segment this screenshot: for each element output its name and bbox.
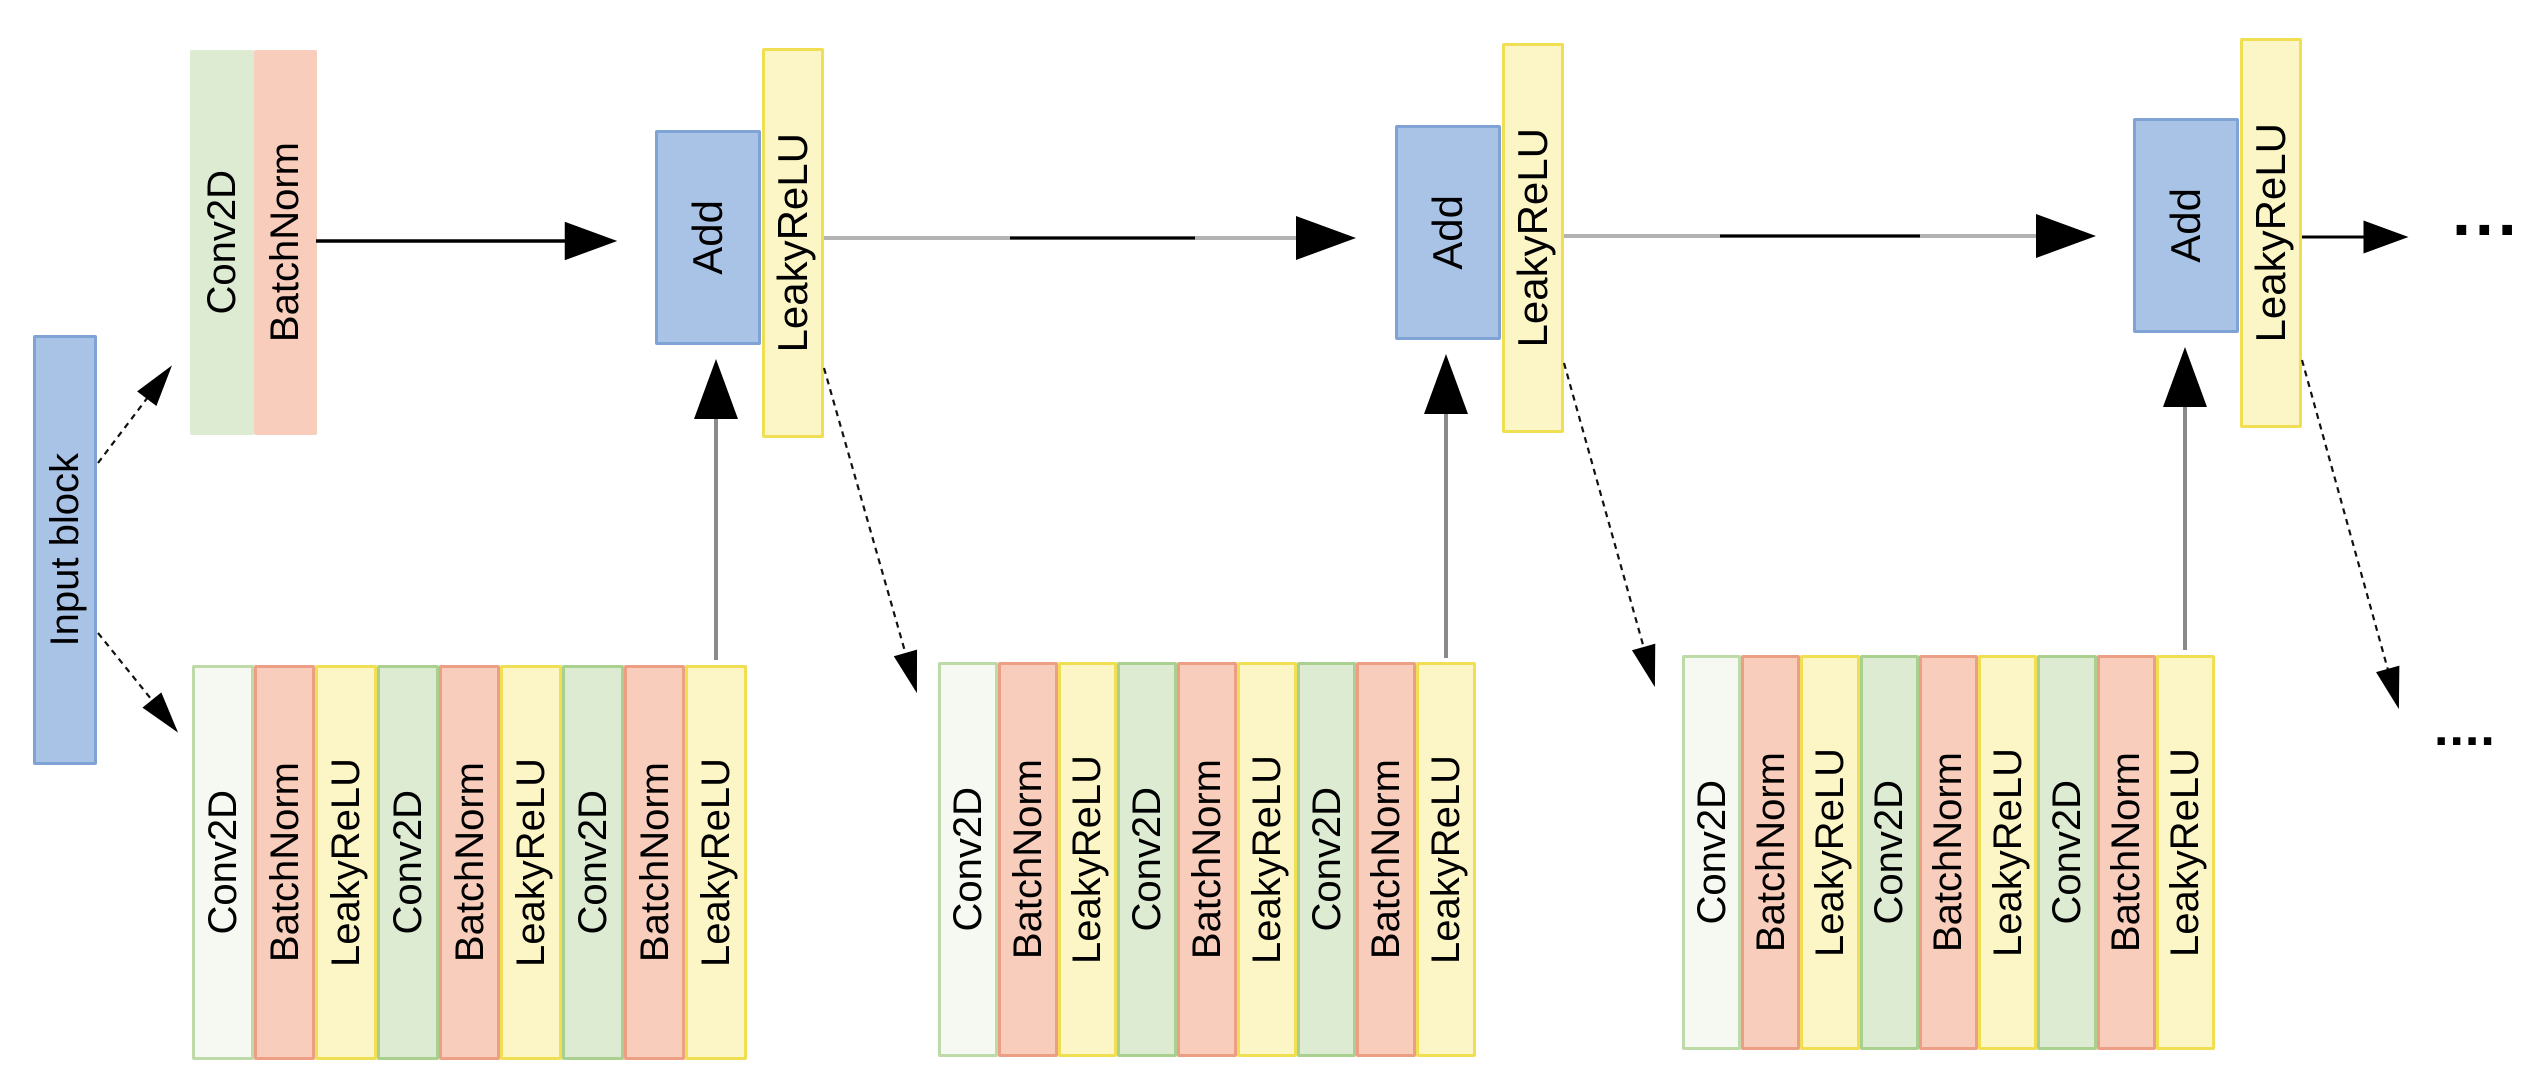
add-block-3: Add bbox=[2133, 118, 2239, 333]
layer-leakyrelu: LeakyReLU bbox=[500, 665, 563, 1060]
layer-batchnorm: BatchNorm bbox=[2096, 655, 2156, 1050]
leakyrelu-label-2: LeakyReLU bbox=[1509, 128, 1556, 348]
conv-stack-2: Conv2D BatchNorm LeakyReLU Conv2D BatchN… bbox=[938, 662, 1477, 1057]
layer-label: LeakyReLU bbox=[694, 757, 739, 967]
layer-label: LeakyReLU bbox=[1424, 754, 1469, 964]
layer-leakyrelu: LeakyReLU bbox=[1057, 662, 1118, 1057]
layer-leakyrelu: LeakyReLU bbox=[1236, 662, 1297, 1057]
layer-label: Conv2D bbox=[200, 790, 245, 935]
layer-label: LeakyReLU bbox=[1985, 747, 2030, 957]
layer-label: Conv2D bbox=[385, 790, 430, 935]
add-block-2: Add bbox=[1395, 125, 1501, 340]
layer-label: Conv2D bbox=[1867, 780, 1912, 925]
layer-label: Conv2D bbox=[570, 790, 615, 935]
layer-conv2d: Conv2D bbox=[562, 665, 624, 1060]
leakyrelu-label-3: LeakyReLU bbox=[2247, 123, 2294, 343]
layer-label: Conv2D bbox=[1304, 787, 1349, 932]
layer-label: BatchNorm bbox=[1005, 759, 1050, 960]
layer-label: BatchNorm bbox=[447, 762, 492, 963]
arrow-leakyrelu3-to-continuation-stack bbox=[2300, 359, 2400, 710]
layer-conv2d: Conv2D bbox=[1859, 655, 1919, 1050]
arrow-input-to-stack1 bbox=[97, 632, 179, 733]
conv-stack-3: Conv2D BatchNorm LeakyReLU Conv2D BatchN… bbox=[1682, 655, 2215, 1050]
layer-leakyrelu: LeakyReLU bbox=[315, 665, 378, 1060]
layer-label: Conv2D bbox=[1689, 780, 1734, 925]
leakyrelu-block-2: LeakyReLU bbox=[1502, 43, 1564, 433]
continuation-dots-bottom: .... bbox=[2434, 699, 2496, 757]
stem-batchnorm-block: BatchNorm bbox=[253, 50, 317, 435]
layer-leakyrelu: LeakyReLU bbox=[1800, 655, 1860, 1050]
layer-label: BatchNorm bbox=[1185, 759, 1230, 960]
layer-batchnorm: BatchNorm bbox=[1177, 662, 1237, 1057]
layer-label: BatchNorm bbox=[1926, 752, 1971, 953]
input-block-label: Input block bbox=[43, 453, 87, 647]
layer-label: Conv2D bbox=[2044, 780, 2089, 925]
layer-leakyrelu: LeakyReLU bbox=[2155, 655, 2215, 1050]
add-label-3: Add bbox=[2162, 188, 2209, 263]
add-label-1: Add bbox=[684, 200, 731, 275]
stem-conv2d-block: Conv2D bbox=[190, 50, 254, 435]
continuation-dots-top: ... bbox=[2452, 174, 2521, 250]
layer-conv2d: Conv2D bbox=[192, 665, 254, 1060]
leakyrelu-block-3: LeakyReLU bbox=[2240, 38, 2302, 428]
stem-batchnorm-label: BatchNorm bbox=[263, 142, 308, 343]
input-block: Input block bbox=[33, 335, 97, 765]
layer-conv2d: Conv2D bbox=[1296, 662, 1357, 1057]
layer-label: LeakyReLU bbox=[1244, 754, 1289, 964]
layer-batchnorm: BatchNorm bbox=[1741, 655, 1801, 1050]
layer-label: BatchNorm bbox=[632, 762, 677, 963]
layer-batchnorm: BatchNorm bbox=[1356, 662, 1417, 1057]
layer-label: BatchNorm bbox=[1748, 752, 1793, 953]
layer-label: Conv2D bbox=[1125, 787, 1170, 932]
layer-batchnorm: BatchNorm bbox=[623, 665, 686, 1060]
layer-leakyrelu: LeakyReLU bbox=[1416, 662, 1477, 1057]
layer-batchnorm: BatchNorm bbox=[438, 665, 501, 1060]
layer-conv2d: Conv2D bbox=[377, 665, 439, 1060]
layer-conv2d: Conv2D bbox=[1117, 662, 1178, 1057]
layer-label: LeakyReLU bbox=[324, 757, 369, 967]
layer-conv2d: Conv2D bbox=[1682, 655, 1742, 1050]
layer-conv2d: Conv2D bbox=[938, 662, 998, 1057]
add-label-2: Add bbox=[1424, 195, 1471, 270]
conv-stack-1: Conv2D BatchNorm LeakyReLU Conv2D BatchN… bbox=[192, 665, 748, 1060]
add-block-1: Add bbox=[655, 130, 761, 345]
layer-label: BatchNorm bbox=[262, 762, 307, 963]
layer-label: BatchNorm bbox=[2104, 752, 2149, 953]
layer-batchnorm: BatchNorm bbox=[997, 662, 1058, 1057]
layer-label: LeakyReLU bbox=[1808, 747, 1853, 957]
layer-label: LeakyReLU bbox=[509, 757, 554, 967]
layer-label: LeakyReLU bbox=[2163, 747, 2208, 957]
leakyrelu-label-1: LeakyReLU bbox=[769, 133, 816, 353]
arrow-input-to-stem bbox=[97, 365, 172, 464]
layer-conv2d: Conv2D bbox=[2037, 655, 2097, 1050]
layer-label: BatchNorm bbox=[1364, 759, 1409, 960]
arrow-leakyrelu2-to-stack3 bbox=[1562, 362, 1656, 688]
layer-leakyrelu: LeakyReLU bbox=[685, 665, 748, 1060]
leakyrelu-block-1: LeakyReLU bbox=[762, 48, 824, 438]
layer-batchnorm: BatchNorm bbox=[1918, 655, 1979, 1050]
layer-leakyrelu: LeakyReLU bbox=[1978, 655, 2038, 1050]
stem-pair: Conv2D BatchNorm bbox=[190, 50, 317, 435]
layer-batchnorm: BatchNorm bbox=[253, 665, 316, 1060]
layer-label: LeakyReLU bbox=[1065, 754, 1110, 964]
arrow-leakyrelu1-to-stack2 bbox=[822, 367, 918, 694]
layer-label: Conv2D bbox=[945, 787, 990, 932]
stem-conv2d-label: Conv2D bbox=[199, 170, 244, 315]
